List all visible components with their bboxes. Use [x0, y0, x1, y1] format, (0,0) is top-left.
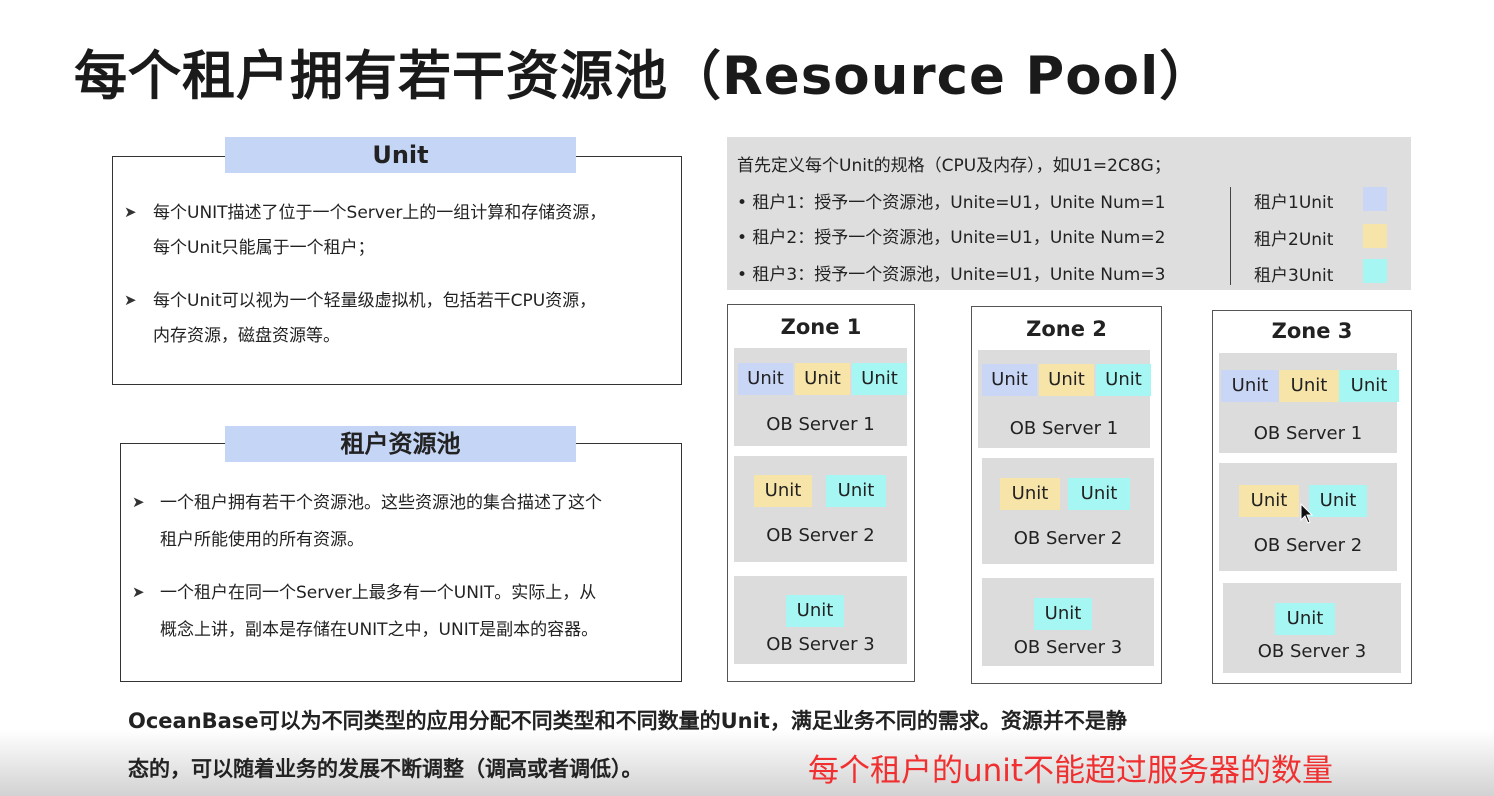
unit-tenant-2: Unit — [1239, 485, 1299, 517]
server-label: OB Server 3 — [1257, 641, 1367, 662]
legend-divider — [1230, 187, 1231, 285]
pool-bullet-2-line-2: 概念上讲，副本是存储在UNIT之中，UNIT是副本的容器。 — [160, 620, 599, 640]
server-label: OB Server 1 — [1009, 418, 1119, 439]
chevron-right-icon: ➤ — [124, 203, 137, 221]
unit-tenant-3: Unit — [1096, 364, 1151, 396]
chevron-right-icon: ➤ — [132, 493, 145, 511]
ob-server: Unit Unit Unit OB Server 1 — [978, 350, 1151, 448]
unit-bullet-2-line-2: 内存资源，磁盘资源等。 — [153, 326, 340, 346]
unit-tenant-2: Unit — [795, 363, 850, 395]
chevron-right-icon: ➤ — [132, 583, 145, 601]
pool-box — [120, 443, 682, 682]
subtitle-red-note: 每个租户的unit不能超过服务器的数量 — [808, 753, 1334, 789]
unit-tenant-2: Unit — [754, 475, 812, 507]
unit-tenant-2: Unit — [1000, 478, 1060, 510]
legend-item-1-text: • 租户1：授予一个资源池，Unite=U1，Unite Num=1 — [737, 193, 1166, 213]
unit-tenant-2: Unit — [1039, 364, 1094, 396]
server-label: OB Server 2 — [1013, 528, 1123, 549]
pool-bullet-2-line-1: 一个租户在同一个Server上最多有一个UNIT。实际上，从 — [160, 583, 597, 603]
unit-tenant-3: Unit — [1275, 603, 1335, 635]
zone-title: Zone 2 — [1026, 317, 1107, 341]
unit-tenant-1: Unit — [738, 363, 793, 395]
unit-bullet-1-line-2: 每个Unit只能属于一个租户； — [153, 238, 375, 258]
unit-tenant-2: Unit — [1279, 370, 1339, 402]
unit-tenant-1: Unit — [1221, 370, 1279, 402]
legend-intro: 首先定义每个Unit的规格（CPU及内存），如U1=2C8G； — [737, 156, 1171, 176]
unit-tenant-3: Unit — [1309, 485, 1367, 517]
ob-server: Unit OB Server 3 — [1223, 583, 1401, 673]
unit-box-heading: Unit — [225, 137, 576, 173]
legend-swatch-tenant-1 — [1363, 187, 1387, 211]
unit-tenant-3: Unit — [1068, 478, 1130, 510]
server-label: OB Server 2 — [766, 525, 875, 546]
ob-server: Unit Unit OB Server 2 — [734, 456, 907, 562]
ob-server: Unit Unit Unit OB Server 1 — [1219, 353, 1399, 453]
unit-bullet-1-line-1: 每个UNIT描述了位于一个Server上的一组计算和存储资源， — [153, 203, 607, 223]
legend-item-1-label: 租户1Unit — [1254, 193, 1334, 213]
ob-server: Unit OB Server 3 — [982, 578, 1154, 666]
server-label: OB Server 1 — [766, 414, 875, 435]
ob-server: Unit Unit Unit OB Server 1 — [734, 348, 907, 446]
slide-title: 每个租户拥有若干资源池（Resource Pool） — [74, 46, 1214, 107]
zone-1: Zone 1 Unit Unit Unit OB Server 1 Unit U… — [727, 304, 915, 682]
bottom-line-1: OceanBase可以为不同类型的应用分配不同类型和不同数量的Unit，满足业务… — [128, 709, 1127, 733]
pool-bullet-1-line-1: 一个租户拥有若干个资源池。这些资源池的集合描述了这个 — [160, 493, 602, 513]
mouse-pointer-icon — [1300, 503, 1314, 524]
unit-bullet-2-line-1: 每个Unit可以视为一个轻量级虚拟机，包括若干CPU资源， — [153, 291, 597, 311]
legend-item-2-label: 租户2Unit — [1254, 230, 1334, 250]
zone-title: Zone 3 — [1271, 319, 1353, 343]
legend-panel: 首先定义每个Unit的规格（CPU及内存），如U1=2C8G； • 租户1：授予… — [727, 137, 1411, 290]
legend-item-2-text: • 租户2：授予一个资源池，Unite=U1，Unite Num=2 — [737, 228, 1166, 248]
unit-tenant-3: Unit — [826, 475, 886, 507]
legend-item-3-label: 租户3Unit — [1254, 266, 1334, 286]
unit-tenant-3: Unit — [786, 595, 844, 627]
zone-3: Zone 3 Unit Unit Unit OB Server 1 Unit U… — [1212, 310, 1412, 684]
legend-swatch-tenant-3 — [1363, 259, 1387, 283]
legend-swatch-tenant-2 — [1363, 224, 1387, 248]
unit-tenant-3: Unit — [1339, 370, 1399, 402]
bottom-line-2: 态的，可以随着业务的发展不断调整（调高或者调低）。 — [128, 757, 643, 781]
server-label: OB Server 3 — [766, 634, 875, 655]
server-label: OB Server 1 — [1253, 423, 1363, 444]
unit-tenant-3: Unit — [852, 363, 907, 395]
zone-2: Zone 2 Unit Unit Unit OB Server 1 Unit U… — [971, 306, 1162, 684]
unit-tenant-3: Unit — [1034, 598, 1092, 630]
unit-tenant-1: Unit — [982, 364, 1037, 396]
server-label: OB Server 3 — [1013, 637, 1123, 658]
subtitle-band — [0, 730, 1494, 796]
ob-server: Unit OB Server 3 — [734, 576, 907, 664]
server-label: OB Server 2 — [1253, 535, 1363, 556]
pool-box-heading: 租户资源池 — [225, 426, 576, 462]
ob-server: Unit Unit OB Server 2 — [982, 458, 1154, 564]
unit-box — [112, 156, 682, 385]
zone-title: Zone 1 — [780, 315, 862, 339]
pool-bullet-1-line-2: 租户所能使用的所有资源。 — [160, 530, 364, 550]
chevron-right-icon: ➤ — [124, 291, 137, 309]
legend-item-3-text: • 租户3：授予一个资源池，Unite=U1，Unite Num=3 — [737, 265, 1166, 285]
